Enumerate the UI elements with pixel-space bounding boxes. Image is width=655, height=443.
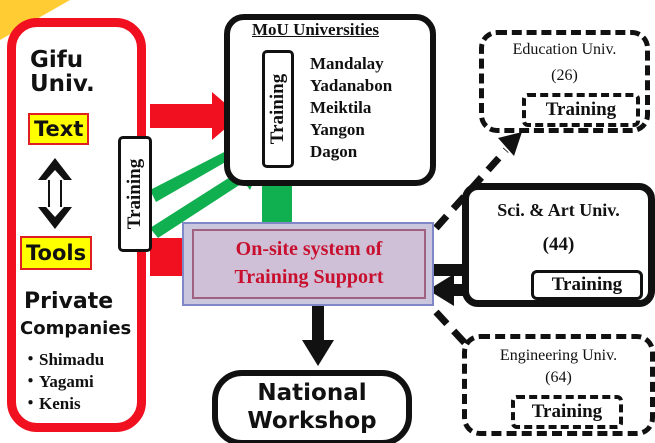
company-kenis: ・Kenis xyxy=(22,394,81,413)
text-tools-double-arrow xyxy=(38,158,72,229)
private-label: Private xyxy=(24,289,114,314)
national-label: National xyxy=(257,380,367,406)
sci-art-training-box: Training xyxy=(531,270,643,300)
education-univ-name: Education Univ. xyxy=(512,41,617,58)
mou-training-box: Training xyxy=(262,50,294,168)
dashed-arrow-to-edu-head xyxy=(498,132,522,156)
onsite-system-inner xyxy=(192,229,426,299)
companies-label: Companies xyxy=(20,318,132,339)
text-label: Text xyxy=(28,113,90,145)
company-yagami: ・Yagami xyxy=(22,372,94,391)
workshop-label: Workshop xyxy=(247,408,377,434)
engineering-univ-box: Engineering Univ. (64) Training xyxy=(462,334,655,436)
arrow-to-workshop-head xyxy=(302,340,334,366)
uni-yangon: Yangon xyxy=(310,120,365,139)
sci-art-univ-box: Sci. & Art Univ. (44) Training xyxy=(462,183,655,307)
arrow-to-workshop-shaft xyxy=(312,304,324,342)
onsite-system-line2: Training Support xyxy=(234,266,384,288)
national-workshop-box xyxy=(212,370,412,443)
uni-yadanabon: Yadanabon xyxy=(310,76,393,95)
uni-dagon: Dagon xyxy=(310,142,358,161)
mou-universities-box xyxy=(224,14,436,186)
left-training-label: Training xyxy=(124,158,145,230)
sci-art-univ-count: (44) xyxy=(542,234,575,255)
green-link-mou-center xyxy=(262,184,292,224)
tools-label: Tools xyxy=(20,236,93,270)
education-univ-box: Education Univ. (26) Training xyxy=(479,30,650,133)
education-training-box: Training xyxy=(522,93,640,127)
mou-training-label: Training xyxy=(267,73,288,145)
onsite-system-line1: On-site system of xyxy=(235,238,383,260)
engineering-training-label: Training xyxy=(531,401,603,422)
company-shimadu: ・Shimadu xyxy=(22,350,105,369)
gifu-univ-label: Gifu Univ. xyxy=(30,47,95,97)
education-training-label: Training xyxy=(545,99,617,120)
engineering-training-box: Training xyxy=(511,395,623,429)
arrow-from-sci-head xyxy=(428,274,454,306)
left-training-box: Training xyxy=(118,136,152,252)
red-arrow-to-mou xyxy=(150,92,240,140)
uni-mandalay: Mandalay xyxy=(310,54,384,73)
engineering-univ-name: Engineering Univ. xyxy=(499,347,618,364)
engineering-univ-count: (64) xyxy=(545,369,572,386)
sci-art-univ-name: Sci. & Art Univ. xyxy=(497,200,620,220)
uni-meiktila: Meiktila xyxy=(310,98,372,117)
mou-title: MoU Universities xyxy=(252,20,380,39)
sci-art-training-label: Training xyxy=(551,274,623,295)
education-univ-count: (26) xyxy=(551,67,578,84)
